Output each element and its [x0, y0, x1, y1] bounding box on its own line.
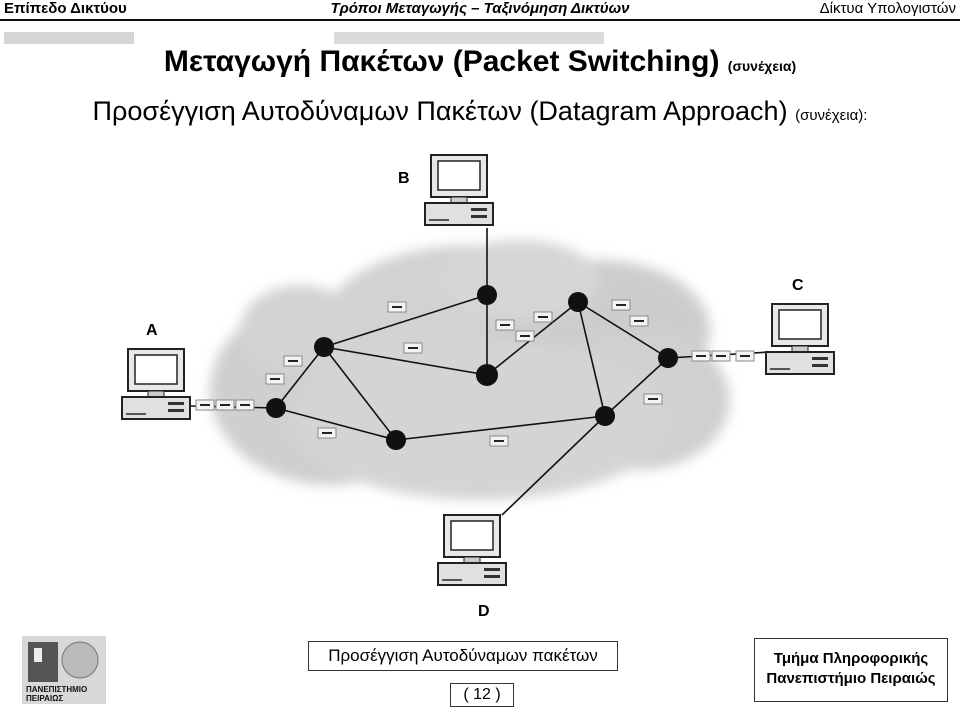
department-line1: Τμήμα Πληροφορικής	[773, 650, 929, 667]
router-node	[477, 285, 497, 305]
department-logo: Τμήμα Πληροφορικής Πανεπιστήμιο Πειραιώς	[754, 638, 948, 702]
department-line2: Πανεπιστήμιο Πειραιώς	[766, 670, 936, 687]
university-logo: ΠΑΝΕΠΙΣΤΗΜΙΟ ΠΕΙΡΑΙΩΣ	[22, 636, 106, 704]
footer-caption: Προσέγγιση Αυτοδύναμων πακέτων	[308, 641, 618, 671]
router-node	[595, 406, 615, 426]
host-b-label: B	[398, 170, 410, 187]
router-node	[386, 430, 406, 450]
svg-text:ΠΑΝΕΠΙΣΤΗΜΙΟ: ΠΑΝΕΠΙΣΤΗΜΙΟ	[26, 685, 87, 694]
host-a: A	[121, 322, 191, 420]
header-center-title: Τρόποι Μεταγωγής – Ταξινόμηση Δικτύων	[330, 0, 630, 17]
host-a-label: A	[146, 322, 158, 339]
router-node	[314, 337, 334, 357]
host-c: C	[765, 277, 835, 375]
routers	[266, 285, 678, 450]
slide-subtitle-main: Προσέγγιση Αυτοδύναμων Πακέτων (Datagram…	[92, 96, 788, 126]
svg-text:ΠΕΙΡΑΙΩΣ: ΠΕΙΡΑΙΩΣ	[26, 694, 63, 703]
network-cloud	[210, 240, 730, 500]
slide-title-main: Μεταγωγή Πακέτων (Packet Switching)	[163, 45, 720, 78]
router-node	[476, 364, 498, 386]
host-d: D	[437, 514, 507, 620]
router-node	[266, 398, 286, 418]
host-d-label: D	[478, 603, 490, 620]
header-left-title: Επίπεδο Δικτύου	[4, 0, 127, 17]
router-node	[568, 292, 588, 312]
slide-subtitle-suffix: (συνέχεια):	[795, 107, 868, 124]
router-node	[658, 348, 678, 368]
header-right-title: Δίκτυα Υπολογιστών	[819, 0, 956, 17]
page-number: ( 12 )	[450, 683, 514, 707]
header-divider	[0, 19, 960, 21]
header-reflection	[4, 32, 604, 44]
host-c-label: C	[792, 277, 804, 294]
network-links	[189, 228, 771, 516]
host-b: B	[398, 154, 494, 226]
slide-title: Μεταγωγή Πακέτων (Packet Switching) (συν…	[0, 44, 960, 84]
slide-subtitle: Προσέγγιση Αυτοδύναμων Πακέτων (Datagram…	[0, 95, 960, 132]
slide-title-suffix: (συνέχεια)	[727, 58, 797, 74]
